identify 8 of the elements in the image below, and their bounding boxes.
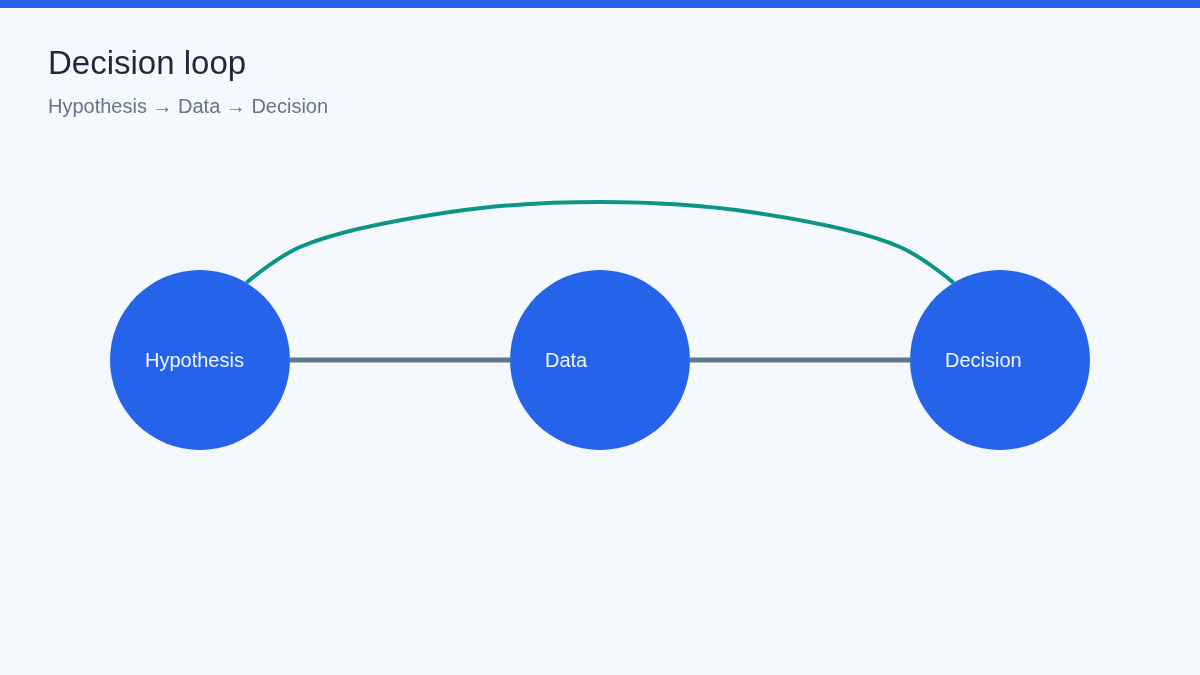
title: Decision loop <box>48 43 247 83</box>
node-label: Hypothesis <box>145 348 244 373</box>
subtitle: Hypothesis → Data → Decision <box>48 94 329 119</box>
node-label: Data <box>545 348 588 373</box>
connector-line <box>245 200 955 285</box>
connector-line <box>690 357 910 363</box>
connector-line <box>290 357 510 363</box>
node-label: Decision <box>945 348 1022 373</box>
